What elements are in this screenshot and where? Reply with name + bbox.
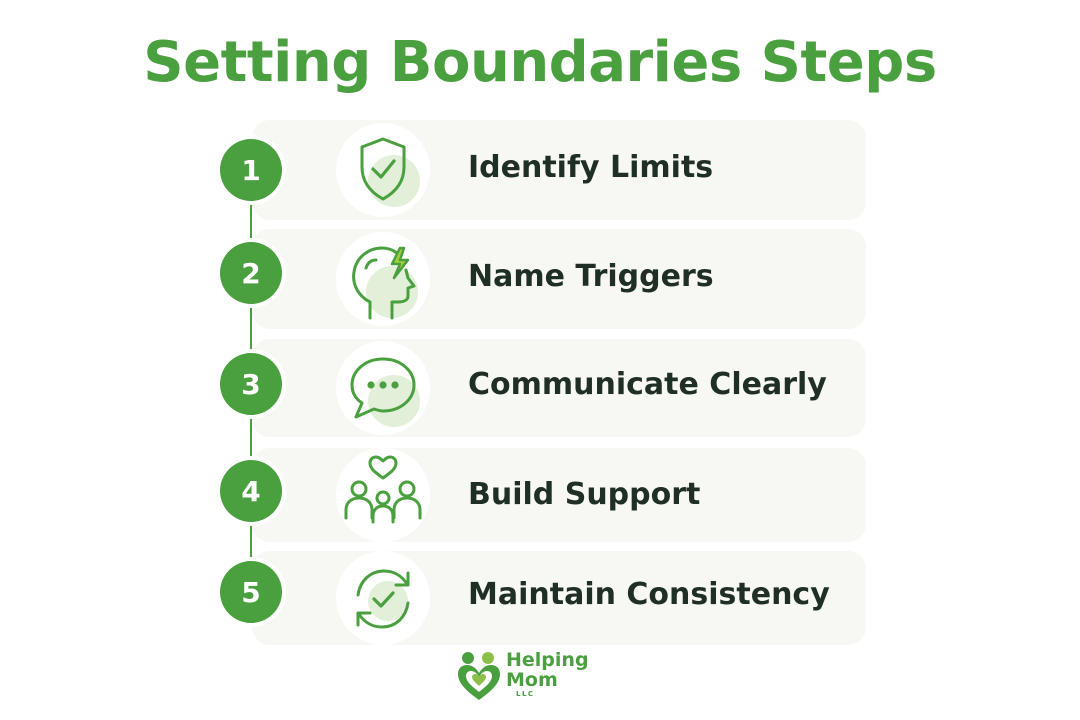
step-label: Build Support [468, 477, 701, 512]
step-5: 5 Maintain Consistency [0, 551, 1080, 645]
logo-text-line2: Mom [506, 669, 558, 691]
shield-check-icon [336, 123, 430, 217]
logo-text-line3: LLC [516, 690, 535, 698]
step-number-badge: 2 [220, 242, 282, 304]
step-1: 1 Identify Limits [0, 120, 1080, 220]
step-label: Identify Limits [468, 150, 714, 185]
helping-mom-logo-icon [458, 652, 500, 700]
step-number-badge: 1 [220, 139, 282, 201]
people-heart-icon [336, 448, 430, 542]
step-label: Communicate Clearly [468, 367, 827, 402]
company-logo: Helping Mom LLC [454, 644, 644, 710]
step-number-badge: 3 [220, 353, 282, 415]
step-label: Name Triggers [468, 259, 714, 294]
step-number-badge: 4 [220, 460, 282, 522]
page-title: Setting Boundaries Steps [143, 30, 937, 95]
logo-wordmark: Helping Mom LLC [506, 650, 589, 699]
step-number-badge: 5 [220, 561, 282, 623]
step-2: 2 Name Triggers [0, 229, 1080, 329]
logo-text-line1: Helping [506, 649, 589, 671]
head-lightning-icon [336, 232, 430, 326]
step-3: 3 Communicate Clearly [0, 339, 1080, 437]
step-4: 4 Build Support [0, 448, 1080, 542]
speech-bubble-icon [336, 341, 430, 435]
step-label: Maintain Consistency [468, 577, 830, 612]
cycle-check-icon [336, 551, 430, 645]
